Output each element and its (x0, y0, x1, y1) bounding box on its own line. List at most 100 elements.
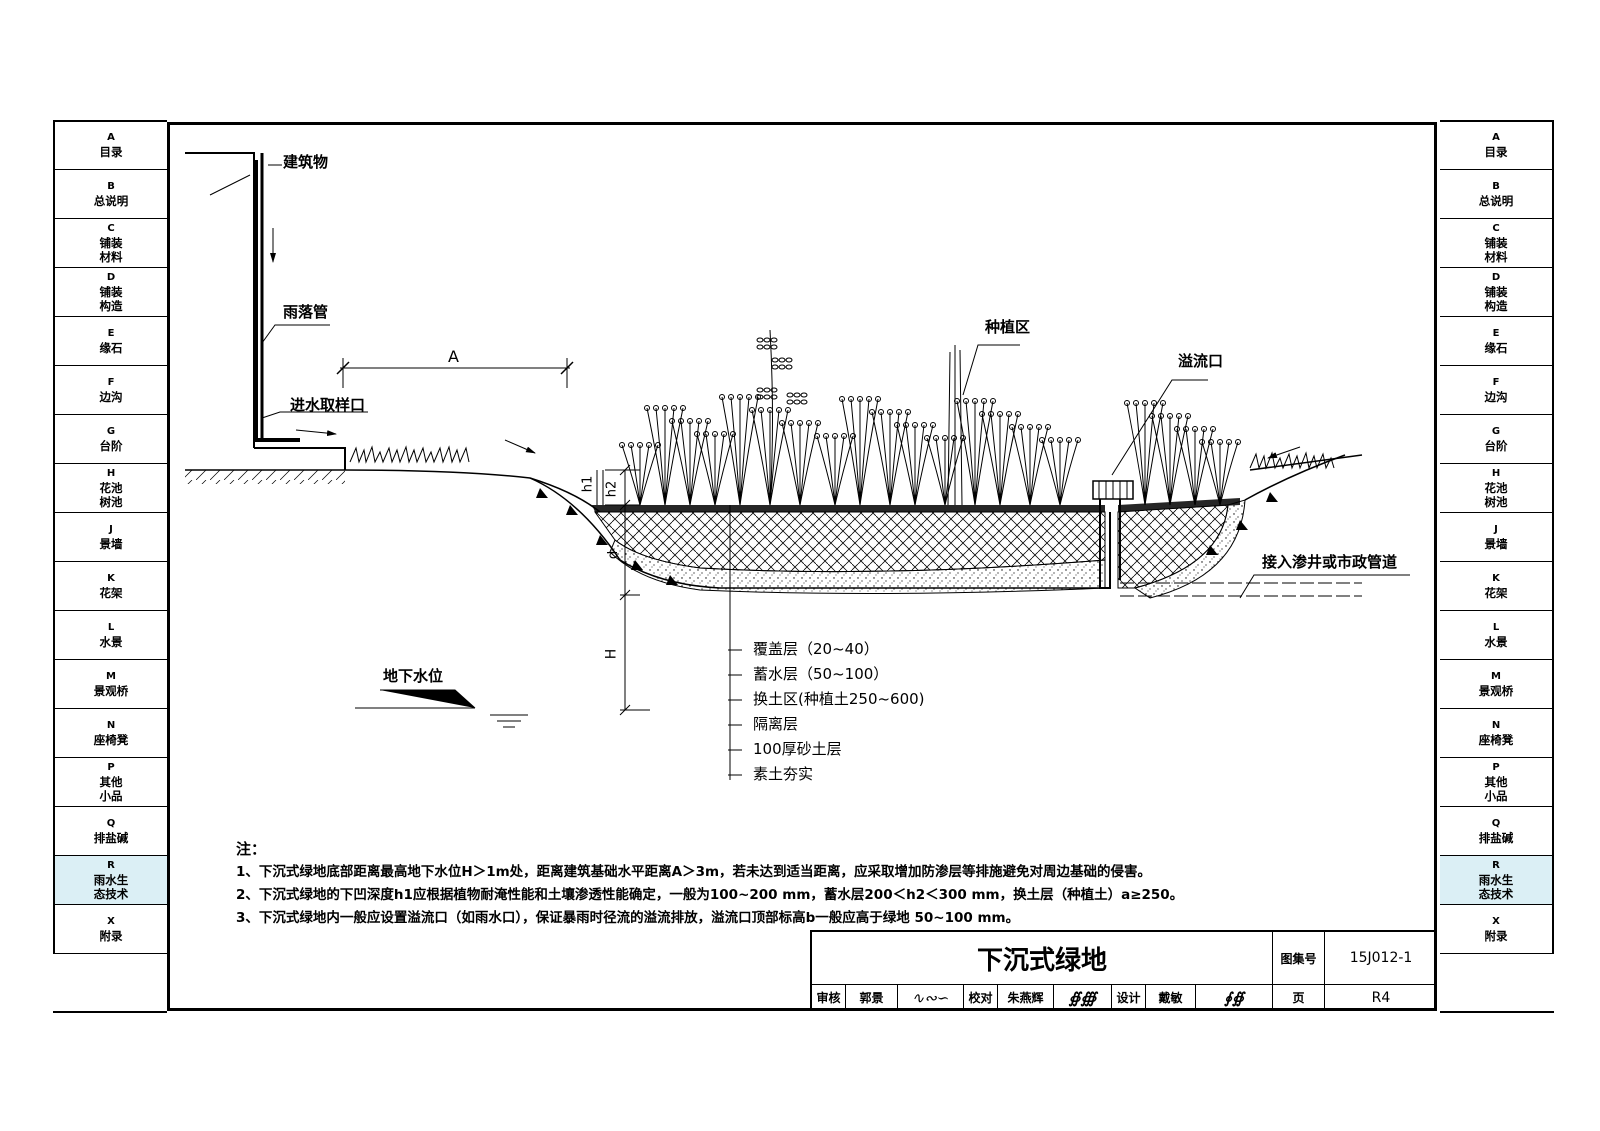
label-planting-zone: 种植区 (985, 318, 1031, 336)
label-overflow: 溢流口 (1178, 352, 1224, 370)
design-label: 设计 (1112, 985, 1146, 1011)
downpipe (254, 160, 300, 442)
chapter-label: 铺装 构造 (1484, 285, 1508, 313)
chapter-letter: B (1492, 181, 1500, 192)
chapter-nav-item-m[interactable]: M 景观桥 (55, 660, 167, 709)
chapter-nav-item-b[interactable]: B 总说明 (1440, 170, 1552, 219)
chapter-nav-item-n[interactable]: N 座椅凳 (1440, 709, 1552, 758)
reviewer-signature: ∿∾∽ (898, 985, 964, 1011)
designer-name: 戴敏 (1146, 985, 1196, 1011)
check-label: 校对 (964, 985, 998, 1011)
note-line: 2、下沉式绿地的下凹深度h1应根据植物耐淹性能和土壤渗透性能确定，一般为100~… (236, 887, 1184, 903)
label-inlet: 进水取样口 (290, 396, 366, 414)
chapter-letter: H (1491, 468, 1501, 479)
atlas-label: 图集号 (1273, 932, 1325, 985)
chapter-letter: B (107, 181, 115, 192)
chapter-letter: R (1492, 860, 1500, 871)
chapter-letter: A (107, 132, 115, 143)
chapter-label: 其他 小品 (99, 775, 123, 803)
top-border-left (53, 120, 167, 122)
chapter-label: 台阶 (1484, 439, 1508, 453)
chapter-label: 边沟 (1484, 390, 1508, 404)
chapter-label: 水景 (99, 635, 123, 649)
chapter-label: 目录 (1484, 145, 1508, 159)
review-label: 审核 (812, 985, 846, 1011)
label-dim-a: A (448, 347, 459, 366)
checker-name: 朱燕辉 (998, 985, 1054, 1011)
chapter-nav-item-p[interactable]: P 其他 小品 (55, 758, 167, 807)
chapter-label: 水景 (1484, 635, 1508, 649)
label-connect: 接入渗井或市政管道 (1262, 553, 1398, 571)
chapter-nav-item-f[interactable]: F 边沟 (1440, 366, 1552, 415)
chapter-nav-item-r[interactable]: R 雨水生 态技术 (1440, 856, 1552, 905)
page-label: 页 (1273, 985, 1325, 1011)
chapter-label: 排盐碱 (93, 831, 129, 845)
drawing-frame (167, 122, 1437, 1011)
chapter-nav-item-h[interactable]: H 花池 树池 (1440, 464, 1552, 513)
chapter-label: 铺装 材料 (99, 236, 123, 264)
label-downpipe: 雨落管 (283, 303, 329, 321)
chapter-label: 座椅凳 (93, 733, 129, 747)
chapter-label: 铺装 构造 (99, 285, 123, 313)
chapter-label: 景观桥 (1478, 684, 1514, 698)
chapter-letter: K (1492, 573, 1500, 584)
chapter-letter: G (106, 426, 116, 437)
overflow-structure (1092, 379, 1410, 599)
layer-label: 蓄水层（50~100） (753, 665, 889, 683)
layer-label: 隔离层 (753, 715, 799, 733)
layer-label: 换土区(种植土250~600) (753, 690, 925, 708)
chapter-letter: M (106, 671, 116, 682)
chapter-letter: P (107, 762, 115, 773)
chapter-label: 缘石 (1484, 341, 1508, 355)
chapter-label: 附录 (99, 929, 123, 943)
chapter-label: 花池 树池 (1484, 481, 1508, 509)
chapter-letter: J (109, 524, 113, 535)
chapter-letter: K (107, 573, 115, 584)
chapter-letter: E (1492, 328, 1500, 339)
top-border-right (1440, 120, 1554, 122)
chapter-letter: N (1491, 720, 1501, 731)
chapter-label: 景墙 (1484, 537, 1508, 551)
chapter-label: 景观桥 (93, 684, 129, 698)
chapter-label: 花池 树池 (99, 481, 123, 509)
notes: 注： 1、下沉式绿地底部距离最高地下水位H＞1m处，距离建筑基础水平距离A＞3m… (236, 838, 1183, 930)
chapter-label: 座椅凳 (1478, 733, 1514, 747)
chapter-letter: F (107, 377, 115, 388)
chapter-nav-item-e[interactable]: E 缘石 (1440, 317, 1552, 366)
chapter-label: 总说明 (1478, 194, 1514, 208)
chapter-label: 雨水生 态技术 (1478, 873, 1514, 901)
note-line: 1、下沉式绿地底部距离最高地下水位H＞1m处，距离建筑基础水平距离A＞3m，若未… (236, 864, 1152, 880)
label-h2: h2 (604, 480, 620, 498)
chapter-letter: F (1492, 377, 1500, 388)
dimension-a (336, 358, 574, 388)
chapter-label: 附录 (1484, 929, 1508, 943)
